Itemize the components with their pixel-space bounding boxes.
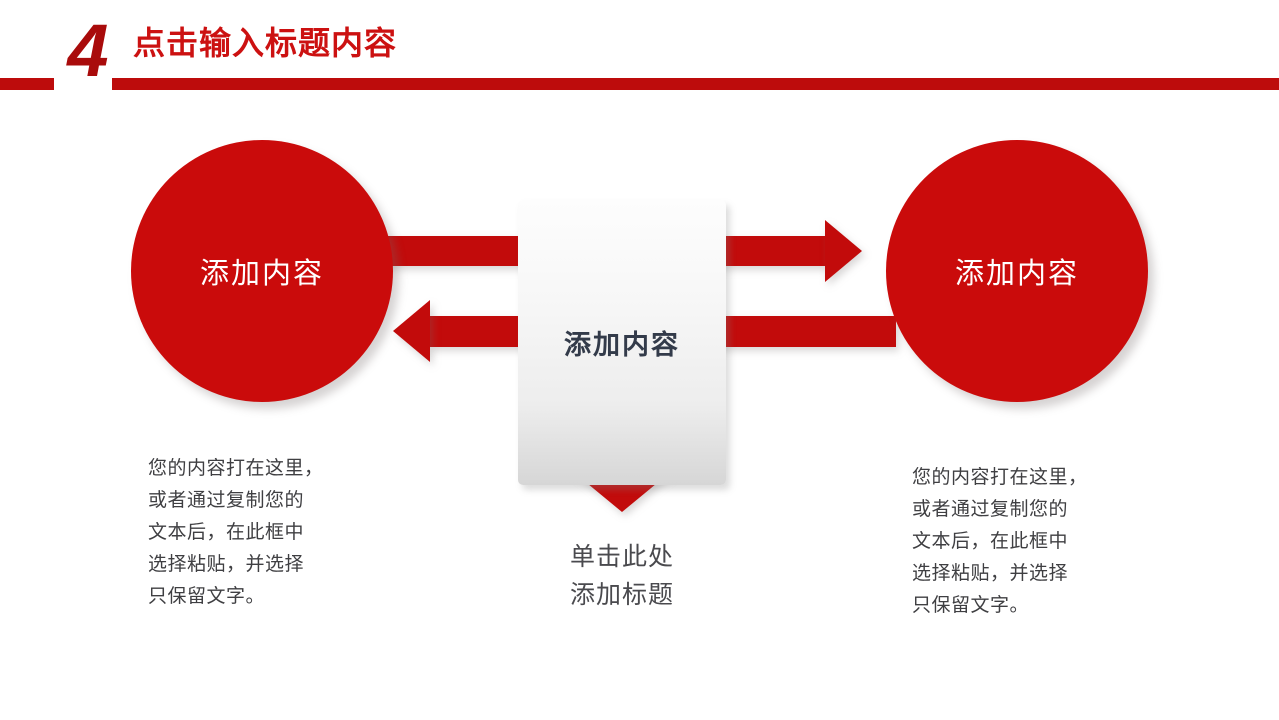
node-circle-right-label: 添加内容 bbox=[954, 258, 1079, 290]
caption-right: 您的内容打在这里， 或者通过复制您的 文本后，在此框中 选择粘贴，并选择 只保留… bbox=[912, 467, 1088, 616]
connector-left-top bbox=[366, 236, 531, 266]
slide-header: 4 点击输入标题内容 bbox=[0, 0, 1279, 110]
header-rule-right-segment bbox=[112, 78, 1279, 90]
arrow-right-top-shaft bbox=[714, 236, 825, 266]
header-rule-left-segment bbox=[0, 78, 54, 90]
page-title: 点击输入标题内容 bbox=[133, 25, 398, 61]
section-number: 4 bbox=[67, 9, 108, 92]
arrow-left-bottom-shaft bbox=[428, 316, 531, 347]
caption-center: 单击此处 添加标题 bbox=[569, 543, 674, 609]
node-circle-right[interactable]: 添加内容 bbox=[886, 140, 1148, 402]
arrow-right-head-icon bbox=[825, 220, 862, 282]
caption-left: 您的内容打在这里， 或者通过复制您的 文本后，在此框中 选择粘贴，并选择 只保留… bbox=[148, 458, 324, 607]
node-center-box[interactable]: 添加内容 bbox=[518, 200, 726, 485]
diagram-canvas: 添加内容 添加内容 添加内容 您的内容打在这里， 或者通过复制您的 文本后，在此… bbox=[0, 110, 1279, 720]
node-circle-left[interactable]: 添加内容 bbox=[131, 140, 393, 402]
node-circle-left-label: 添加内容 bbox=[199, 258, 324, 290]
connector-right-bottom bbox=[714, 316, 896, 347]
node-center-box-label: 添加内容 bbox=[564, 330, 680, 360]
arrow-left-head-icon bbox=[393, 300, 430, 362]
